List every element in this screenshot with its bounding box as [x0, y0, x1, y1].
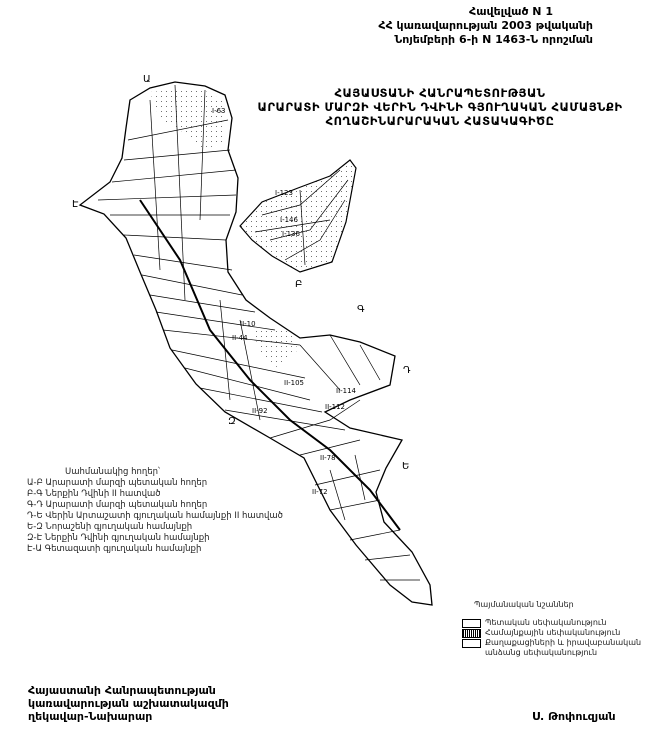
symbols-legend: Պայմանական նշաններ Պետական սեփականությու… — [462, 600, 641, 657]
boundary-legend-item: Գ-Դ Արարատի մարզի պետական հողեր — [27, 500, 208, 510]
annex-header: Հավելված N 1 ՀՀ կառավարության 2003 թվակա… — [378, 5, 593, 47]
boundary-legend-item: Ե-Զ Նորաշենի գյուղական համայնքի — [27, 522, 193, 532]
parcel-label: II-44 — [232, 334, 248, 342]
annex-decree: ՀՀ կառավարության 2003 թվականի — [378, 19, 593, 32]
boundary-legend-heading: Սահմանակից հողեր՝ — [65, 467, 161, 477]
boundary-legend-item: Է-Ա Գետազատի գյուղական համայնքի — [27, 544, 202, 554]
page-title: ՀԱՅԱՍՏԱՆԻ ՀԱՆՐԱՊԵՏՈՒԹՅԱՆ ԱՐԱՐԱՏԻ ՄԱՐԶԻ Վ… — [250, 86, 630, 128]
parcel-labels: I-63 I-123 I-136 I-146 II-44 II-10 II-10… — [212, 107, 357, 496]
symbols-legend-heading: Պայմանական նշաններ — [474, 600, 574, 609]
point-ye: Ե — [402, 461, 409, 472]
annex-date: Նոյեմբերի 6-ի N 1463-Ն որոշման — [394, 33, 593, 46]
symbol-label: Պետական սեփականություն — [485, 617, 607, 627]
point-g: Գ — [357, 304, 365, 315]
parcel-label: I-123 — [275, 189, 293, 197]
boundary-legend-item: Բ-Գ Ներքին Դվինի II հատված — [27, 489, 161, 499]
state-property-swatch — [462, 618, 481, 628]
symbol-state-property: Պետական սեփականություն — [462, 618, 641, 628]
signatory-name: Ս. Թոփուզյան — [532, 710, 616, 723]
parcel-label: II-92 — [252, 407, 268, 415]
point-e: Է — [72, 199, 79, 210]
signatory-line: կառավարության աշխատակազմի — [28, 697, 229, 710]
point-d: Դ — [403, 365, 411, 376]
boundary-points: Ա Է Բ Գ Դ Զ Ե — [72, 74, 411, 472]
symbol-label: Համայնքային սեփականություն — [485, 627, 621, 637]
parcel-label: II-112 — [325, 403, 345, 411]
boundary-legend-item: Զ-Է Ներքին Դվինի գյուղական համայնքի — [27, 533, 210, 543]
parcel-label: I-63 — [212, 107, 226, 115]
parcel-label: II-72 — [312, 488, 328, 496]
point-a: Ա — [143, 74, 151, 85]
point-z: Զ — [228, 416, 236, 427]
signatory-line: ղեկավար-Նախարար — [28, 710, 153, 723]
title-line-1: ՀԱՅԱՍՏԱՆԻ ՀԱՆՐԱՊԵՏՈՒԹՅԱՆ — [334, 86, 546, 100]
private-property-swatch — [462, 638, 481, 648]
point-b: Բ — [295, 279, 302, 290]
community-property-swatch — [462, 628, 481, 638]
symbol-community-property: Համայնքային սեփականություն — [462, 628, 641, 638]
boundary-legend: Սահմանակից հողեր՝ Ա-Բ Արարատի մարզի պետա… — [27, 467, 283, 555]
boundary-legend-item: Դ-Ե Վերին Արտաշատի գյուղական համայնքի II… — [27, 511, 283, 521]
symbol-private-property: Քաղաքացիների և իրավաբանական — [462, 638, 641, 648]
side-territory — [239, 159, 357, 273]
signatory-line: Հայաստանի Հանրապետության — [28, 684, 216, 697]
parcel-label: II-114 — [336, 387, 357, 395]
symbol-label: Քաղաքացիների և իրավաբանական — [485, 637, 642, 647]
title-line-2: ԱՐԱՐԱՏԻ ՄԱՐԶԻ ՎԵՐԻՆ ԴՎԻՆԻ ԳՅՈՒՂԱԿԱՆ ՀԱՄԱ… — [257, 100, 623, 114]
boundary-legend-item: Ա-Բ Արարատի մարզի պետական հողեր — [27, 478, 208, 488]
parcel-label: I-146 — [280, 216, 298, 224]
parcel-label: I-136 — [282, 230, 300, 238]
main-territory — [78, 81, 433, 606]
parcel-label: II-10 — [240, 320, 256, 328]
annex-number: Հավելված N 1 — [469, 5, 553, 18]
title-line-3: ՀՈՂԱՇԻՆԱՐԱՐԱԿԱՆ ՀԱՏԱԿԱԳԻԾԸ — [325, 114, 555, 128]
signatory-position: Հայաստանի Հանրապետության կառավարության ա… — [28, 684, 229, 723]
symbol-label-cont: անձանց սեփականություն — [485, 647, 598, 657]
parcel-label: II-105 — [284, 379, 304, 387]
parcel-label: II-78 — [320, 454, 336, 462]
